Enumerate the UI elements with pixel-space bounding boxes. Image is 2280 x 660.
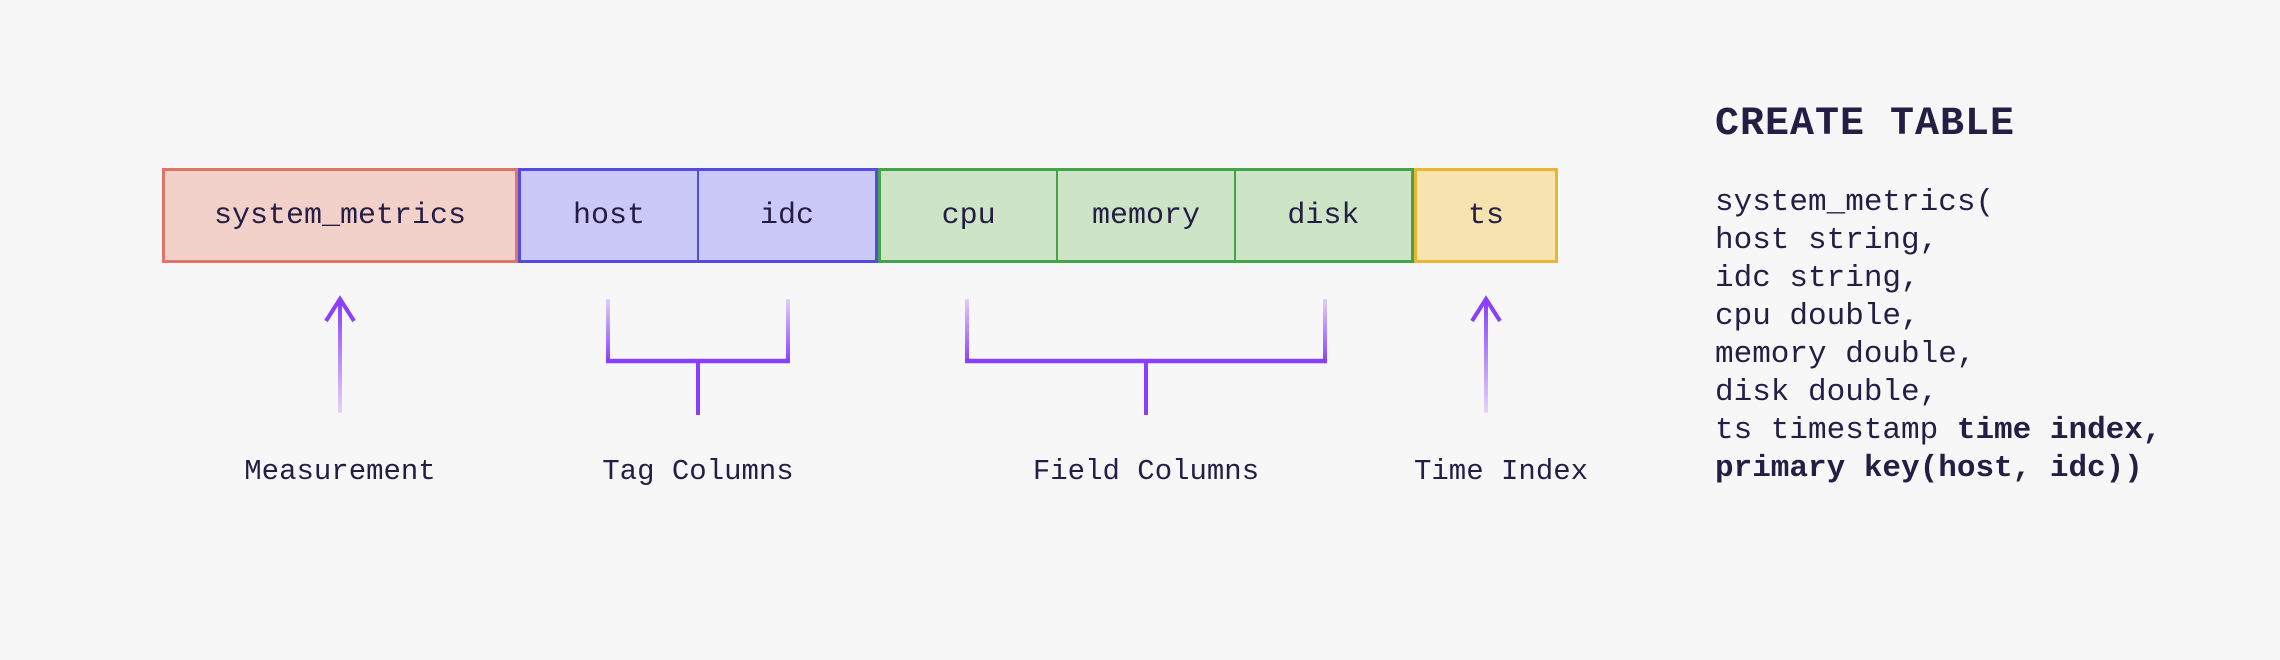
cell-cpu: cpu — [941, 198, 996, 233]
column-group-tag-columns: host idc — [518, 168, 878, 263]
sql-heading: CREATE TABLE — [1715, 102, 2016, 147]
annotation-measurement: Measurement — [244, 455, 436, 488]
sql-line: system_metrics( — [1715, 185, 1995, 220]
sql-line: primary key(host, idc)) — [1715, 450, 2161, 488]
annotation-row: Measurement Tag Columns Field Columns Ti… — [0, 452, 2280, 492]
measurement-arrow-icon — [324, 295, 356, 413]
tag-columns-bracket-icon — [606, 299, 790, 415]
cell-idc: idc — [697, 171, 875, 260]
annotation-time-index: Time Index — [1414, 455, 1589, 488]
cell-memory: memory — [1056, 171, 1233, 260]
sql-line: disk double, — [1715, 375, 1939, 410]
cell-ts: ts — [1467, 198, 1504, 233]
column-group-time-index: ts — [1414, 168, 1558, 263]
cell-disk: disk — [1233, 171, 1411, 260]
annotation-field-columns: Field Columns — [1032, 455, 1260, 488]
column-group-measurement: system_metrics — [162, 168, 518, 263]
sql-line: idc string, — [1715, 261, 1920, 296]
cell-host: host — [572, 198, 645, 233]
sql-line: ts timestamp time index, — [1715, 412, 2161, 450]
sql-line-bold-segment: time index, — [1956, 413, 2162, 448]
sql-line: memory double, — [1715, 337, 1976, 372]
time-index-arrow-icon — [1470, 295, 1502, 413]
column-group-field-columns: cpu memory disk — [878, 168, 1414, 263]
field-columns-bracket-icon — [965, 299, 1327, 415]
table-row: system_metrics host idc cpu memory disk … — [162, 168, 1558, 263]
sql-line: cpu double, — [1715, 299, 1920, 334]
cell-system-metrics: system_metrics — [213, 198, 467, 233]
sql-line-normal-segment: ts timestamp — [1715, 413, 1957, 448]
annotation-tag-columns: Tag Columns — [602, 455, 794, 488]
sql-line: host string, — [1715, 223, 1939, 258]
sql-snippet: CREATE TABLE system_metrics( host string… — [1715, 102, 2161, 488]
sql-code: system_metrics( host string, idc string,… — [1715, 184, 2161, 488]
sql-line-bold-segment: primary key(host, idc)) — [1715, 451, 2143, 486]
